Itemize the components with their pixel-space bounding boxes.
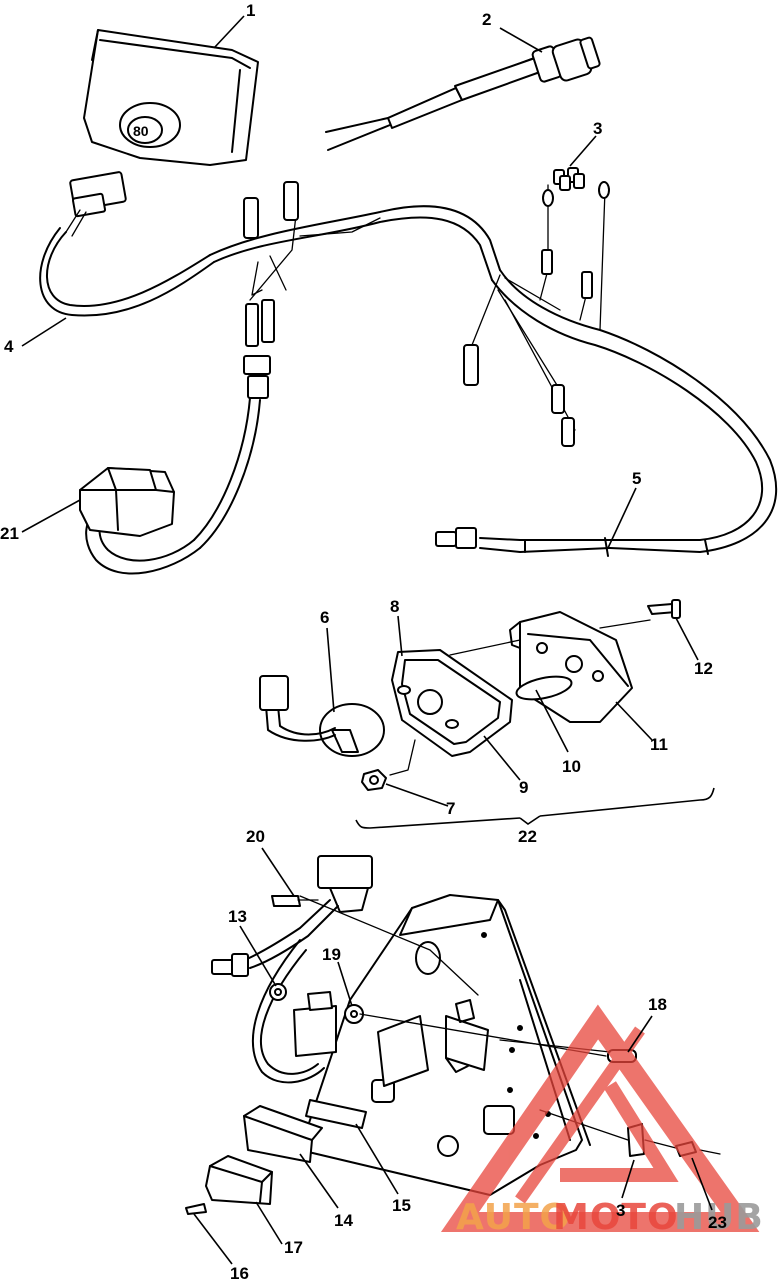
callout-16: 16 (230, 1264, 249, 1280)
watermark-logo (440, 1004, 760, 1232)
callout-3-bottom: 3 (616, 1201, 625, 1220)
part-21-switch (79, 467, 175, 537)
callout-20: 20 (246, 827, 265, 846)
watermark-text: AUTO MOTO HUB (456, 1197, 764, 1238)
callout-14: 14 (334, 1211, 353, 1230)
svg-text:80: 80 (133, 123, 149, 139)
watermark-part3: HUB (674, 1197, 764, 1238)
part-2-connector (325, 36, 601, 151)
callout-11: 11 (650, 735, 668, 754)
callout-17: 17 (284, 1238, 303, 1257)
callout-22: 22 (518, 827, 537, 846)
watermark-part1: AUTO (456, 1197, 571, 1238)
taillight-assembly (259, 599, 715, 829)
part-1-headlight-housing: 80 (83, 29, 259, 166)
callout-6: 6 (320, 608, 329, 627)
callout-18: 18 (648, 995, 667, 1014)
callout-5: 5 (632, 469, 641, 488)
callout-10: 10 (562, 757, 581, 776)
callout-numbers: 1 2 3 4 21 5 6 8 12 10 11 9 7 22 20 13 1… (0, 1, 727, 1280)
callout-13: 13 (228, 907, 247, 926)
callout-19: 19 (322, 945, 341, 964)
callout-15: 15 (392, 1196, 411, 1215)
callout-21: 21 (0, 524, 19, 543)
callout-9: 9 (519, 778, 528, 797)
callout-12: 12 (694, 659, 713, 678)
callout-23: 23 (708, 1213, 727, 1232)
callout-2: 2 (482, 10, 491, 29)
watermark-part2: MOTO (553, 1197, 679, 1238)
part-4-wiring-harness (39, 171, 778, 575)
callout-3-top: 3 (593, 119, 602, 138)
callout-8: 8 (390, 597, 399, 616)
leader-lines (21, 15, 713, 1265)
callout-4: 4 (4, 337, 14, 356)
part-3-terminals-top (553, 167, 585, 191)
callout-7: 7 (446, 799, 455, 818)
callout-1: 1 (246, 1, 255, 20)
